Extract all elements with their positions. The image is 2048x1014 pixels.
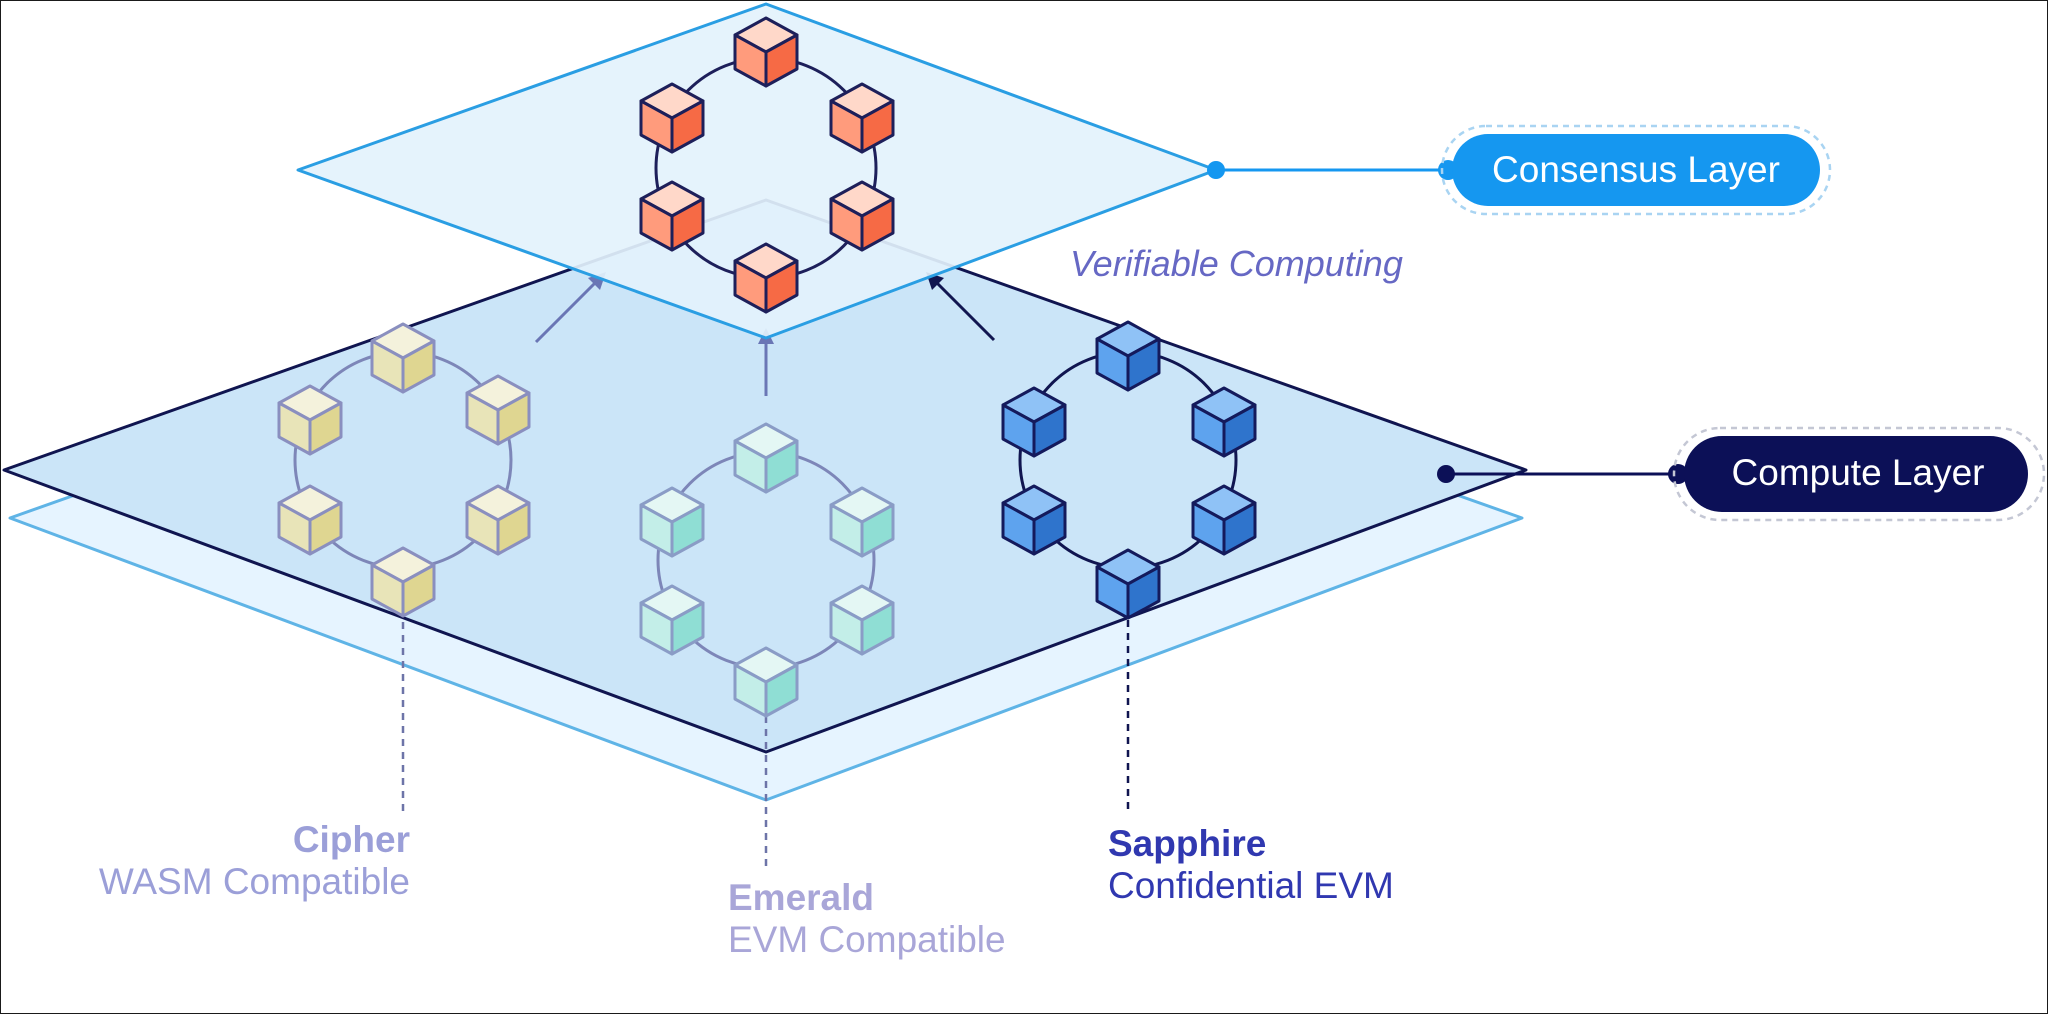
sapphire-subtitle: Confidential EVM <box>1108 865 1394 906</box>
sapphire-name: Sapphire <box>1108 823 1266 864</box>
emerald-caption: Emerald EVM Compatible <box>728 877 1006 960</box>
cipher-caption: Cipher WASM Compatible <box>99 819 410 902</box>
verifiable-computing-label: Verifiable Computing <box>1070 243 1403 284</box>
sapphire-paratime-ring <box>1001 320 1257 620</box>
sapphire-caption: Sapphire Confidential EVM <box>1108 823 1394 906</box>
consensus-layer-callout: Consensus Layer <box>1207 124 1832 216</box>
consensus-layer-label: Consensus Layer <box>1492 149 1780 190</box>
consensus-layer-pill <box>1452 134 1820 206</box>
cipher-subtitle: WASM Compatible <box>99 861 410 902</box>
emerald-subtitle: EVM Compatible <box>728 919 1006 960</box>
emerald-name: Emerald <box>728 877 874 918</box>
compute-layer-label: Compute Layer <box>1732 452 1985 493</box>
cipher-name: Cipher <box>293 819 410 860</box>
compute-layer-pill <box>1684 436 2028 512</box>
emerald-paratime-ring <box>639 422 895 718</box>
consensus-validator-ring <box>639 16 895 314</box>
cipher-paratime-ring <box>277 322 531 618</box>
compute-layer-callout: Compute Layer <box>1437 426 2046 522</box>
